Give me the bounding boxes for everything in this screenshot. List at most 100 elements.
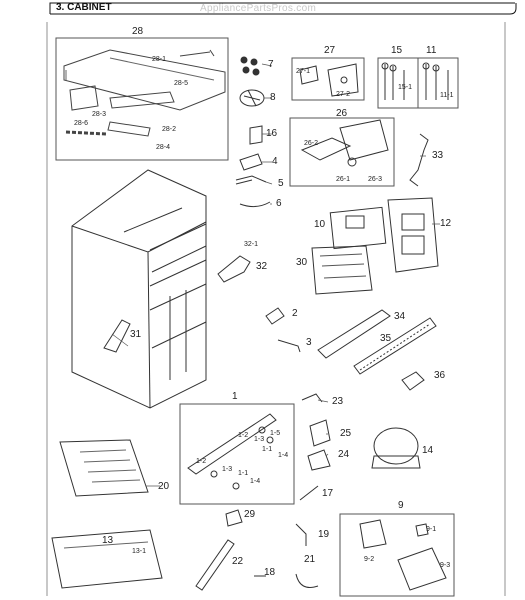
part-10-pcb-display [329, 206, 387, 250]
part-12-pcb-cover [387, 197, 439, 273]
label-1-2b: 1-2 [196, 458, 207, 465]
part-35-rail [353, 317, 437, 375]
label-1: 1 [232, 391, 238, 402]
label-32: 32 [256, 261, 268, 272]
part-8-cable-holder [239, 89, 265, 107]
part-14-compressor [371, 427, 421, 469]
label-35: 35 [380, 333, 392, 344]
label-25: 25 [340, 428, 352, 439]
refrigerator-cabinet [71, 169, 207, 409]
part-20-rear-cover [59, 439, 149, 497]
part-9-compressor-parts [339, 513, 455, 597]
label-33: 33 [432, 150, 444, 161]
label-9: 9 [398, 500, 404, 511]
label-27: 27 [324, 45, 336, 56]
label-26-3: 26-3 [368, 176, 383, 183]
label-15-1: 15-1 [398, 84, 413, 91]
part-31-drain-tube [103, 319, 131, 353]
part-32-bracket [217, 255, 251, 283]
label-28-6: 28-6 [74, 120, 89, 127]
label-1-5: 1-5 [270, 430, 281, 437]
part-16-bushing [249, 125, 263, 145]
label-14: 14 [422, 445, 434, 456]
label-9-2: 9-2 [364, 556, 375, 563]
label-21: 21 [304, 554, 316, 565]
label-6: 6 [276, 198, 282, 209]
label-8: 8 [270, 92, 276, 103]
label-7: 7 [268, 59, 274, 70]
label-4: 4 [272, 156, 278, 167]
label-32-1: 32-1 [244, 241, 259, 248]
label-28-1: 28-1 [152, 56, 167, 63]
label-34: 34 [394, 311, 406, 322]
label-23: 23 [332, 396, 344, 407]
section-header: 3. CABINET AppliancePartsPros.com [0, 0, 525, 18]
part-24-bracket [307, 449, 331, 471]
label-3: 3 [306, 337, 312, 348]
part-21-wire [295, 573, 319, 588]
label-18: 18 [264, 567, 276, 578]
label-17: 17 [322, 488, 334, 499]
part-23-clip [301, 393, 323, 403]
label-1-4: 1-4 [278, 452, 289, 459]
label-13: 13 [102, 535, 114, 546]
header-bar-frame [49, 2, 517, 15]
part-19-pin [295, 523, 307, 546]
label-11: 11 [426, 45, 437, 56]
label-27-2: 27-2 [336, 91, 351, 98]
label-28-5: 28-5 [174, 80, 189, 87]
part-28-top-cover-assembly [55, 37, 229, 161]
leader-lines [111, 63, 440, 487]
part-1-rail-assembly [179, 403, 295, 505]
label-29: 29 [244, 509, 256, 520]
label-1-1b: 1-1 [238, 470, 249, 477]
part-2-latch [265, 307, 285, 325]
label-26: 26 [336, 108, 348, 119]
label-22: 22 [232, 556, 244, 567]
part-27-hinge-assembly [291, 57, 365, 101]
label-28-3: 28-3 [92, 111, 107, 118]
part-17-rod [299, 485, 319, 501]
label-1-4b: 1-4 [250, 478, 261, 485]
label-1-3b: 1-3 [222, 466, 233, 473]
label-28-2: 28-2 [162, 126, 177, 133]
label-30: 30 [296, 257, 308, 268]
label-26-1: 26-1 [336, 176, 351, 183]
label-26-2: 26-2 [304, 140, 319, 147]
label-36: 36 [434, 370, 446, 381]
section-title: 3. CABINET [56, 2, 112, 13]
label-13-1: 13-1 [132, 548, 147, 555]
label-1-1: 1-1 [262, 446, 273, 453]
label-9-1: 9-1 [426, 526, 437, 533]
label-31: 31 [130, 329, 142, 340]
label-10: 10 [314, 219, 326, 230]
label-15: 15 [391, 45, 403, 56]
part-34-rail [317, 309, 391, 359]
label-27-1: 27-1 [296, 68, 311, 75]
part-25-bracket [309, 419, 331, 447]
part-13-base-plate [51, 529, 163, 589]
part-7-screws [240, 56, 260, 76]
label-28: 28 [132, 26, 144, 37]
label-11-1: 11-1 [440, 92, 454, 99]
part-36-bracket [401, 371, 425, 391]
label-24: 24 [338, 449, 350, 460]
label-1-2: 1-2 [238, 432, 249, 439]
part-22-rail [195, 539, 235, 591]
label-2: 2 [292, 308, 298, 319]
part-29-cap [225, 509, 243, 527]
part-4-clip [239, 153, 263, 171]
label-5: 5 [278, 178, 284, 189]
part-3-heater [277, 339, 301, 353]
part-5-cord [235, 175, 267, 185]
label-20: 20 [158, 481, 170, 492]
diagram-frame [46, 22, 506, 596]
part-11-hinge-pin [417, 57, 459, 109]
label-28-4: 28-4 [156, 144, 171, 151]
watermark-text: AppliancePartsPros.com [200, 3, 317, 14]
part-30-main-pcb [311, 245, 373, 295]
label-9-3: 9-3 [440, 562, 451, 569]
part-26-middle-hinge [289, 117, 395, 187]
part-33-wire-harness [409, 133, 429, 187]
